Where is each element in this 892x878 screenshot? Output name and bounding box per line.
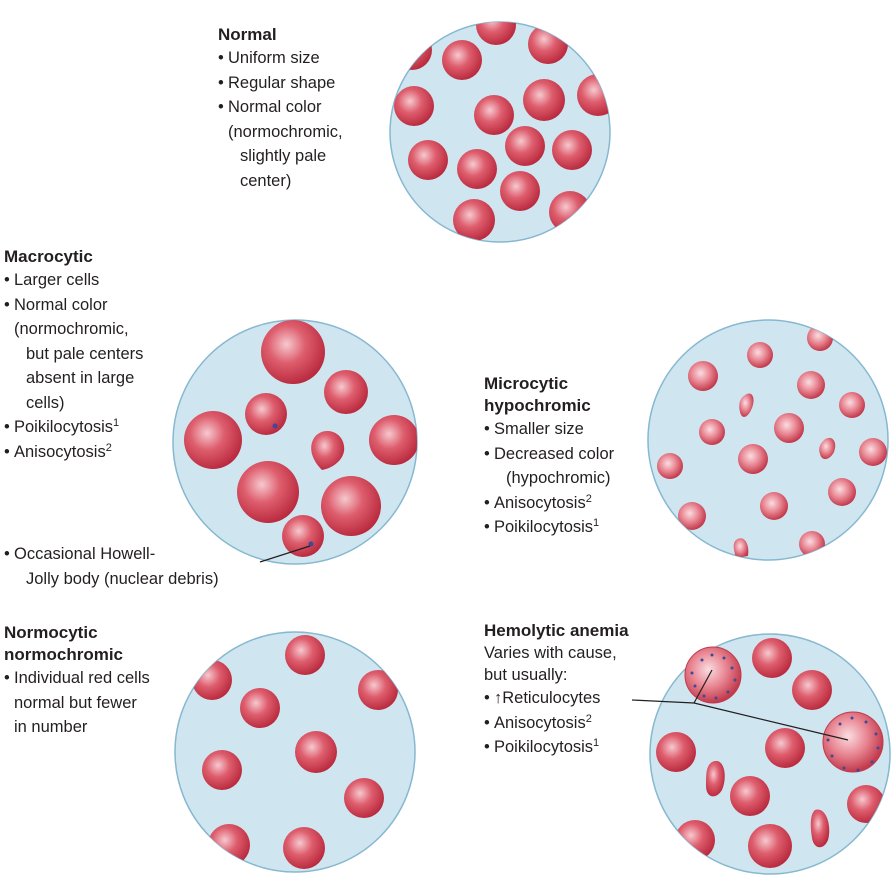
macrocytic-cont: cells) — [26, 393, 65, 412]
normal-cont: center) — [240, 171, 292, 190]
normal-title: Normal — [218, 25, 277, 44]
macrocytic-cells — [184, 320, 417, 557]
normocytic-item: Individual red cells — [4, 666, 150, 691]
microcytic-anisocytosis: Anisocytosis2 — [484, 491, 614, 516]
reticulocyte-leader-b — [693, 702, 849, 741]
normocytic-cont: normal but fewer — [14, 693, 137, 712]
hemolytic-panel: Hemolytic anemia Varies with cause, but … — [484, 620, 629, 760]
howell-jolly-line1: Occasional Howell- — [4, 542, 219, 567]
macrocytic-poikilocytosis: Poikilocytosis1 — [4, 415, 143, 440]
howell-jolly-note: Occasional Howell- Jolly body (nuclear d… — [4, 542, 219, 591]
hemolytic-anisocytosis: Anisocytosis2 — [484, 711, 629, 736]
normal-cont: slightly pale — [240, 147, 327, 165]
hemolytic-reticulocytes: ↑Reticulocytes — [484, 686, 629, 711]
normocytic-cells — [192, 635, 398, 869]
reticulocyte-cells — [684, 646, 884, 773]
hemolytic-poikilocytosis: Poikilocytosis1 — [484, 735, 629, 760]
normal-cells — [392, 22, 610, 241]
microcytic-cont: (hypochromic) — [506, 469, 611, 487]
reticulocyte-leader-a — [693, 669, 713, 704]
macrocytic-title: Macrocytic — [4, 247, 93, 266]
macrocytic-item: Larger cells — [4, 268, 143, 293]
normocytic-panel: Normocytic normochromic Individual red c… — [4, 622, 150, 740]
macrocytic-panel: Macrocytic Larger cells Normal color (no… — [4, 246, 143, 464]
normocytic-title-line2: normochromic — [4, 645, 124, 664]
normal-item: Regular shape — [218, 71, 343, 96]
howell-jolly-line2: Jolly body (nuclear debris) — [26, 569, 219, 588]
normal-cont: (normochromic, — [228, 122, 343, 141]
hemolytic-cells — [656, 638, 885, 868]
hemolytic-desc-line1: Varies with cause, — [484, 644, 617, 662]
microcytic-title-line2: hypochromic — [484, 396, 591, 415]
microcytic-item: Decreased color — [484, 442, 614, 467]
normocytic-title-line1: Normocytic — [4, 623, 98, 642]
microcytic-item: Smaller size — [484, 417, 614, 442]
microcytic-panel: Microcytic hypochromic Smaller size Decr… — [484, 373, 614, 540]
normal-panel: Normal Uniform size Regular shape Normal… — [218, 24, 343, 193]
hemolytic-desc-line2: but usually: — [484, 666, 568, 684]
howell-jolly-dot — [272, 423, 278, 429]
normal-item: Normal color — [218, 95, 343, 120]
normal-item: Uniform size — [218, 46, 343, 71]
microcytic-poikilocytosis: Poikilocytosis1 — [484, 515, 614, 540]
normocytic-cont: in number — [14, 718, 88, 736]
macrocytic-cont: but pale centers — [26, 344, 144, 363]
howell-jolly-dot — [308, 541, 314, 547]
macrocytic-item: Normal color — [4, 293, 143, 318]
macrocytic-cont: (normochromic, — [14, 320, 129, 338]
macrocytic-cont: absent in large — [26, 369, 135, 387]
microcytic-title-line1: Microcytic — [484, 374, 569, 393]
macrocytic-anisocytosis: Anisocytosis2 — [4, 440, 143, 465]
reticulocyte-leader — [631, 699, 695, 704]
howell-jolly-leader — [259, 545, 311, 563]
hemolytic-title: Hemolytic anemia — [484, 621, 629, 640]
